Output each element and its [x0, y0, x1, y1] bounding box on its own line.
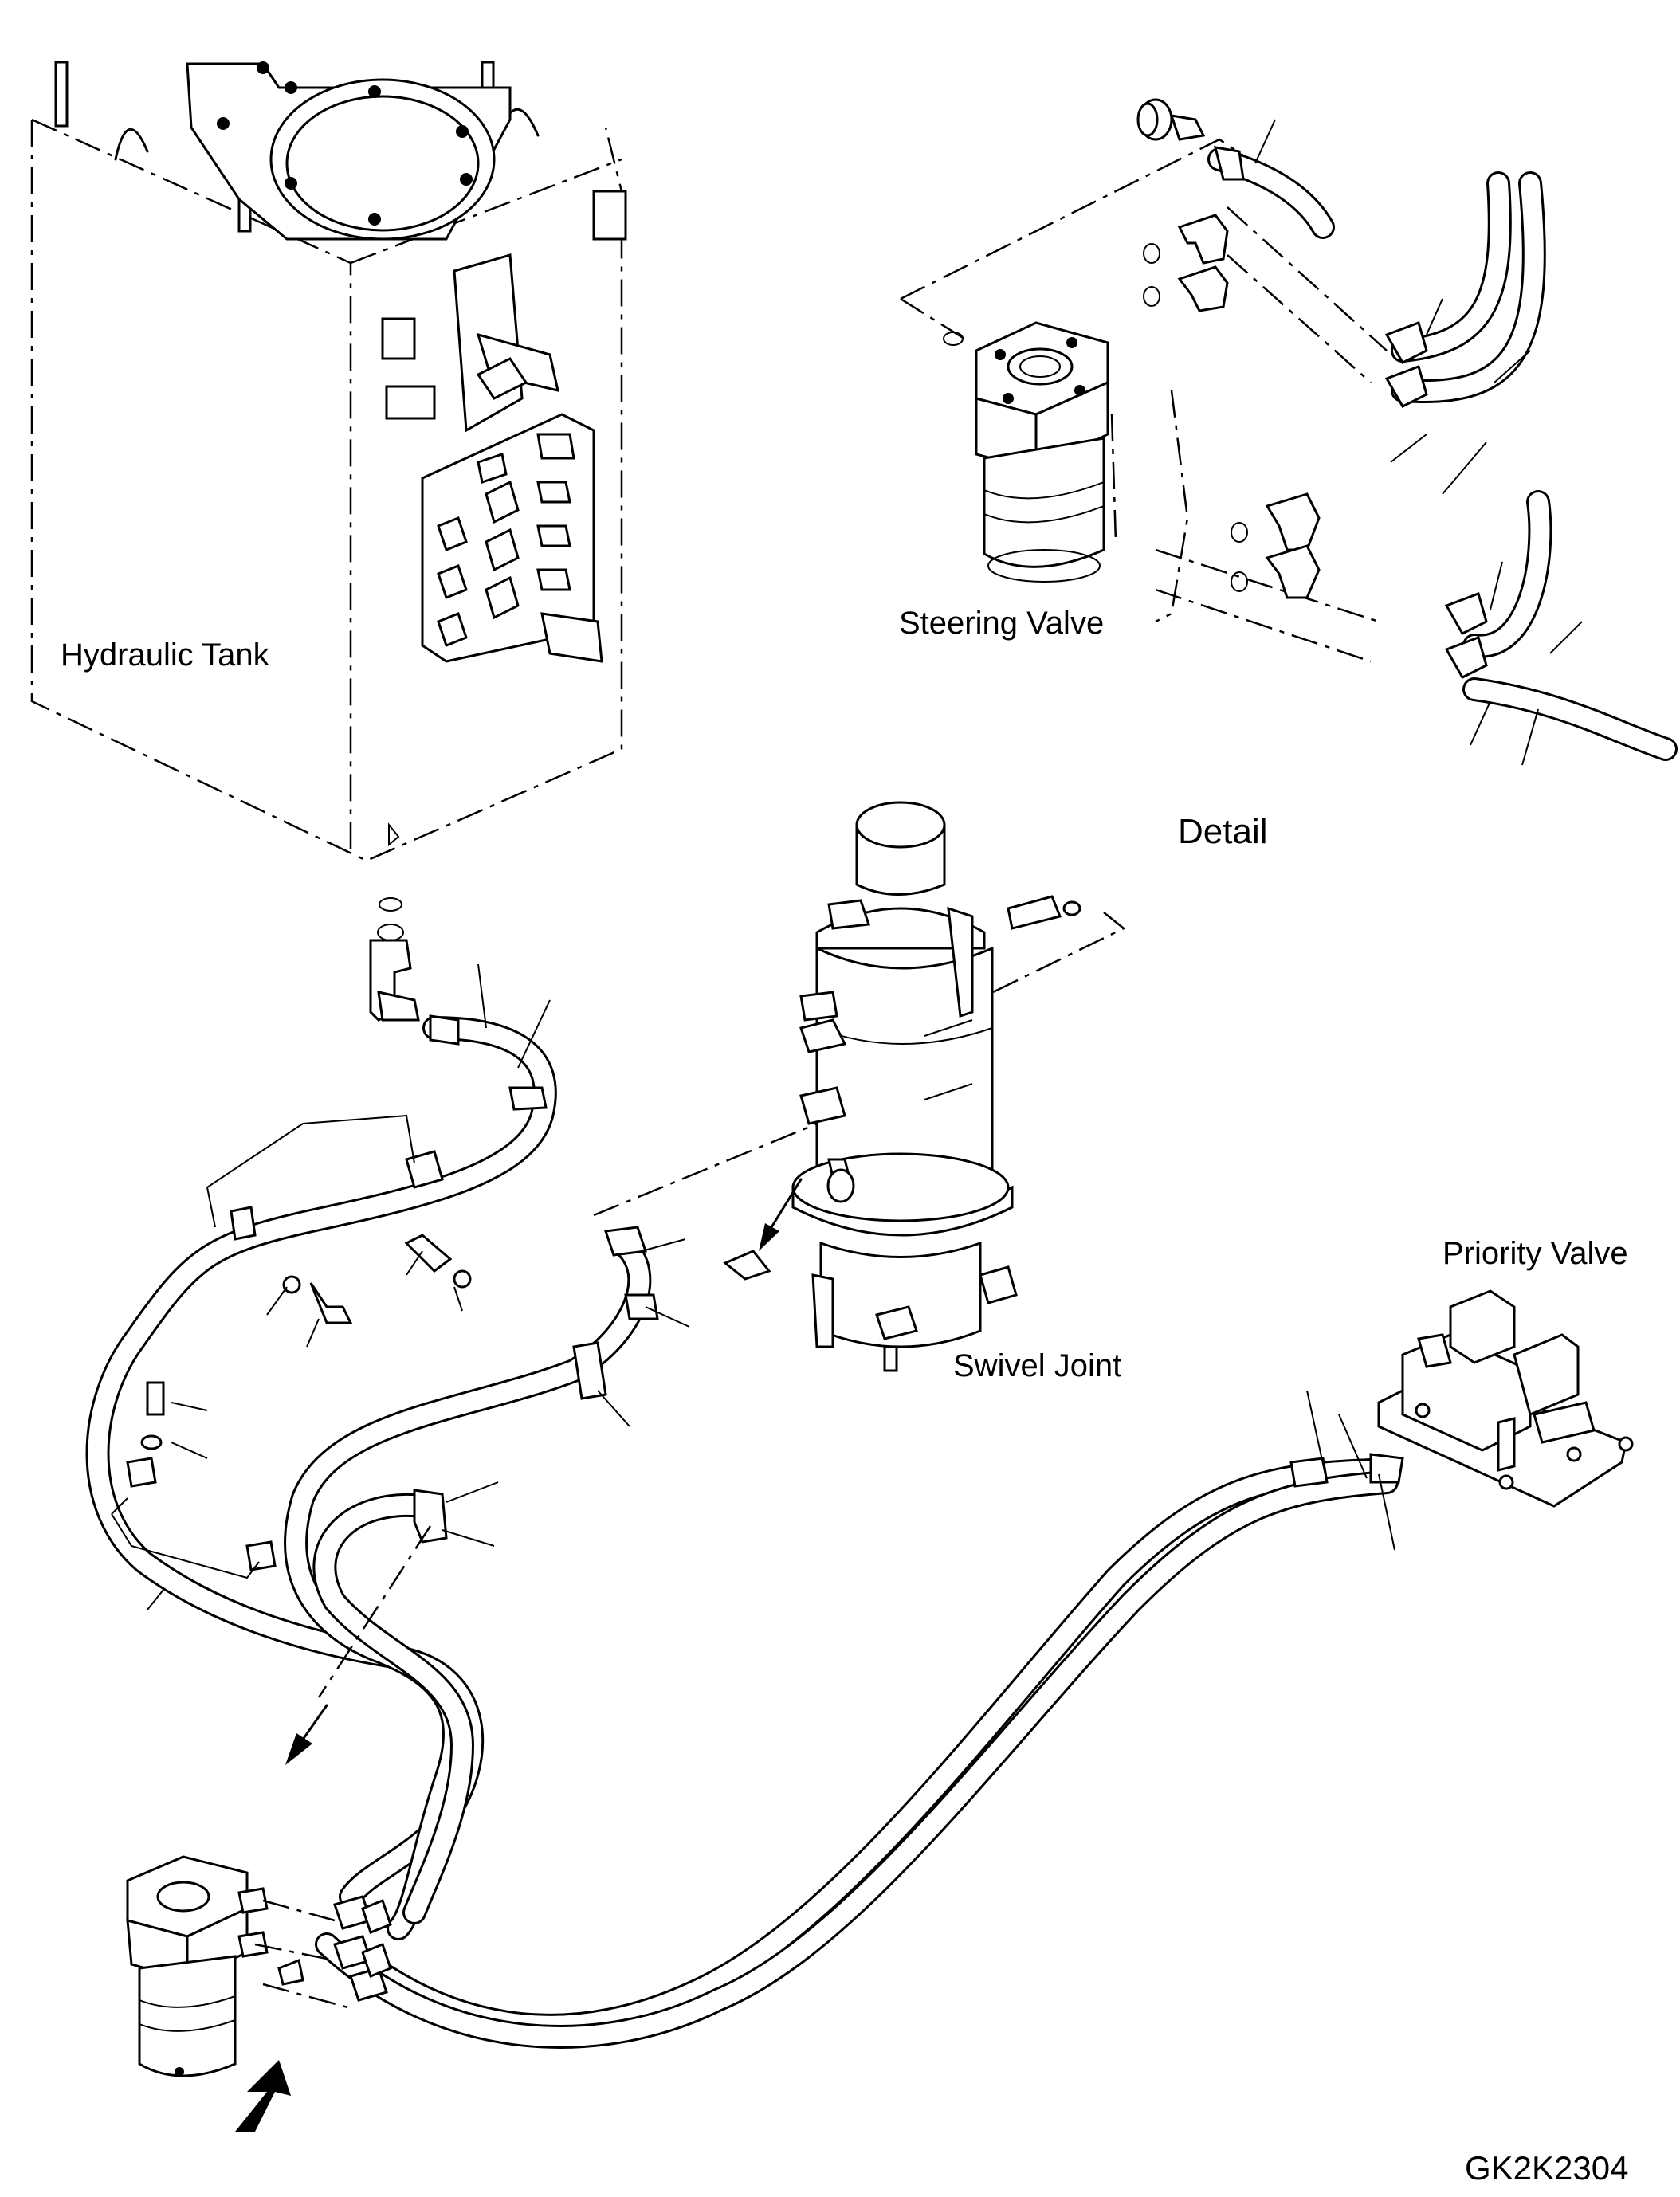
swivel-joint-label: Swivel Joint — [953, 1348, 1121, 1383]
drawing-code: GK2K2304 — [1465, 2149, 1629, 2187]
callout-leader-lines — [111, 963, 1395, 1765]
steering-valve-label: Steering Valve — [899, 606, 1104, 641]
hydraulic-hoses — [85, 1016, 1399, 2049]
hydraulic-tank — [30, 61, 627, 1022]
detail-label: Detail — [1178, 812, 1268, 851]
steering-valve-detail — [900, 98, 1678, 766]
swivel-joint — [593, 801, 1126, 1372]
steering-valve-main — [126, 1855, 392, 2132]
priority-valve-label: Priority Valve — [1443, 1236, 1628, 1271]
priority-valve — [1377, 1289, 1634, 1508]
hydraulic-tank-label: Hydraulic Tank — [61, 638, 270, 673]
